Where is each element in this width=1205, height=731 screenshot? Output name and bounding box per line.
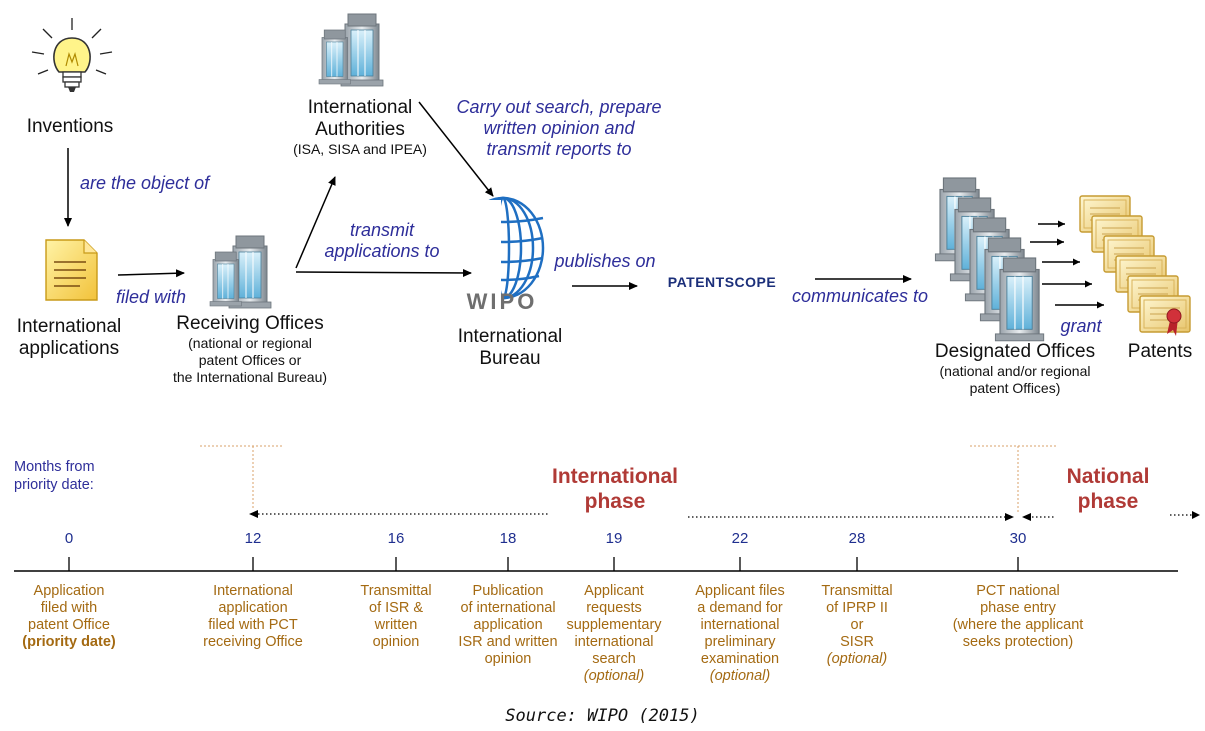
description-line: patent Office — [28, 617, 110, 633]
description-line: filed with PCT — [208, 617, 298, 633]
source-caption: Source: WIPO (2015) — [505, 706, 700, 726]
building-icon — [934, 177, 1045, 342]
description-line: application — [473, 617, 543, 633]
grant-label: grant — [1060, 316, 1102, 336]
description-line: phase entry — [980, 600, 1056, 616]
designated-offices-label: Designated Offices (national and/or regi… — [934, 341, 1096, 396]
description-line: of ISR & — [369, 600, 423, 616]
month-19-label: 19 — [605, 530, 623, 547]
description-line: opinion — [372, 634, 420, 650]
optional-note: (optional) — [826, 651, 888, 667]
description-line: international — [700, 617, 780, 633]
description-line: Transmittal — [821, 583, 893, 599]
flow-arrows — [64, 101, 912, 290]
description-line: Application — [33, 583, 105, 599]
description-line: of IPRP II — [826, 600, 888, 616]
description-line: application — [218, 600, 288, 616]
month-18-label: 18 — [499, 530, 517, 547]
description-line: examination — [700, 651, 780, 667]
description-line: or — [850, 617, 864, 633]
description-line: receiving Office — [203, 634, 303, 650]
description-line: International — [213, 583, 293, 599]
timeline-axis — [14, 557, 1178, 572]
building-icon — [318, 13, 384, 87]
month-28-label: 28 — [848, 530, 866, 547]
description-line: opinion — [484, 651, 532, 667]
description-line: filed with — [40, 600, 98, 616]
grant-arrows — [1030, 220, 1104, 309]
description-line: written — [374, 617, 418, 633]
description-line: preliminary — [704, 634, 776, 650]
description-line: a demand for — [697, 600, 783, 616]
description-line: PCT national — [976, 583, 1060, 599]
description-line: (where the applicant — [952, 617, 1084, 633]
building-icon — [209, 235, 272, 309]
optional-note: (optional) — [709, 668, 771, 684]
description-line: Applicant files — [695, 583, 785, 599]
receiving-offices-label: Receiving Offices (national or regional … — [172, 313, 328, 385]
priority-date-note: (priority date) — [22, 634, 116, 650]
description-line: seeks protection) — [962, 634, 1074, 650]
publishes-on-label: publishes on — [554, 251, 656, 271]
description-line: international — [574, 634, 654, 650]
wipo-logo-text: WIPO — [466, 289, 538, 314]
description-line: search — [592, 651, 636, 667]
ribbon-seal-icon — [1166, 308, 1182, 336]
description-line: supplementary — [566, 617, 662, 633]
month-0-label: 0 — [64, 530, 74, 547]
patents-label: Patents — [1127, 341, 1193, 362]
description-line: Transmittal — [360, 583, 432, 599]
patentscope-label: PATENTSCOPE — [667, 274, 777, 290]
international-authorities-label: International Authorities (ISA, SISA and… — [293, 97, 427, 157]
month-16-label: 16 — [387, 530, 405, 547]
description-line: Applicant — [584, 583, 644, 599]
month-22-label: 22 — [731, 530, 749, 547]
transmit-applications-label: transmit applications to — [324, 220, 440, 261]
description-line: SISR — [840, 634, 874, 650]
filed-with-label: filed with — [115, 287, 187, 307]
communicates-to-label: communicates to — [791, 286, 929, 306]
optional-note: (optional) — [583, 668, 645, 684]
inventions-label: Inventions — [26, 116, 114, 137]
description-line: requests — [586, 600, 642, 616]
description-line: Publication — [472, 583, 544, 599]
phase-markers — [200, 445, 1200, 521]
document-icon — [45, 239, 98, 301]
description-line: ISR and written — [458, 634, 558, 650]
are-object-of-label: are the object of — [80, 173, 210, 193]
month-30-label: 30 — [1009, 530, 1027, 547]
month-12-label: 12 — [244, 530, 262, 547]
lightbulb-icon — [31, 18, 113, 92]
description-line: of international — [460, 600, 556, 616]
carry-out-search-label: Carry out search, prepare written opinio… — [456, 97, 662, 159]
